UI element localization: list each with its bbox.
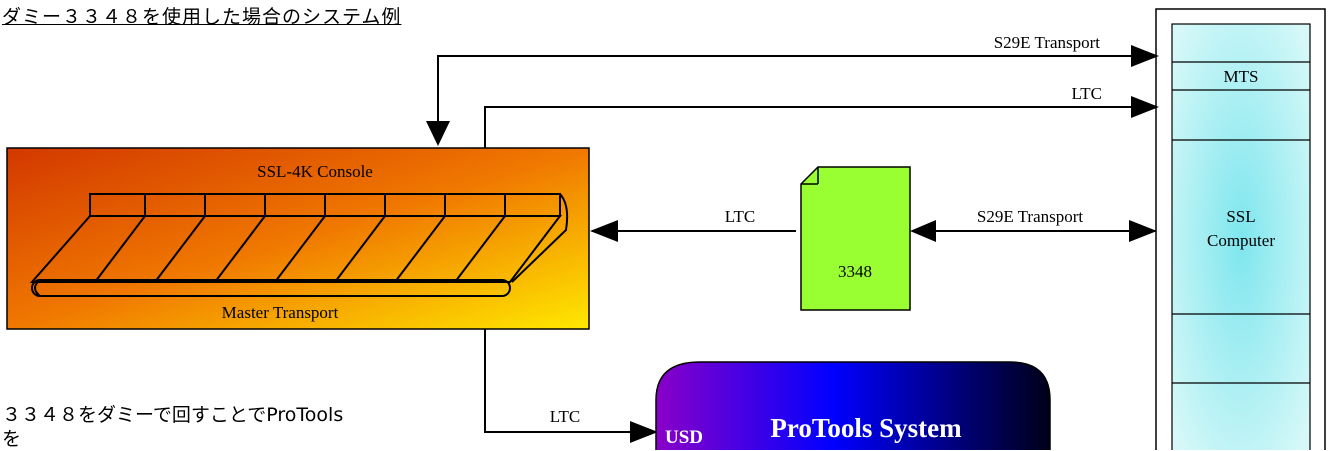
page-title: ダミー３３４８を使用した場合のシステム例 xyxy=(2,6,402,28)
device-3348: 3348 xyxy=(800,166,911,311)
ssl-computer: MTS SSL Computer xyxy=(1155,8,1326,450)
console-title: SSL-4K Console xyxy=(257,162,373,181)
connection-s29e-3348: S29E Transport xyxy=(910,207,1157,242)
note-text: ３３４８をダミーで回すことでProTools を xyxy=(2,403,343,451)
usd-label: USD xyxy=(665,427,703,448)
connection-ltc-top: LTC xyxy=(484,84,1159,148)
ssl-4k-console: SSL-4K Console Master Transport xyxy=(6,147,590,330)
ssl-computer-label-line1: SSL xyxy=(1226,207,1255,226)
ltc-3348-label: LTC xyxy=(725,207,756,226)
note-line2: を xyxy=(2,428,22,450)
protools-system: USD ProTools System xyxy=(655,361,1051,450)
s29e-top-label: S29E Transport xyxy=(994,33,1101,52)
connection-s29e-top: S29E Transport xyxy=(426,33,1159,146)
ltc-protools-label: LTC xyxy=(550,407,581,426)
note-line1: ３３４８をダミーで回すことでProTools xyxy=(2,404,344,426)
device-3348-label: 3348 xyxy=(838,262,872,281)
ssl-computer-label-line2: Computer xyxy=(1207,231,1275,250)
console-fader-bank xyxy=(29,193,569,297)
mts-label: MTS xyxy=(1224,67,1259,86)
connection-ltc-protools: LTC xyxy=(484,329,658,443)
protools-title: ProTools System xyxy=(770,413,962,443)
master-transport-label: Master Transport xyxy=(222,303,339,322)
s29e-3348-label: S29E Transport xyxy=(977,207,1084,226)
ltc-top-label: LTC xyxy=(1071,84,1102,103)
connection-ltc-3348: LTC xyxy=(590,207,796,242)
